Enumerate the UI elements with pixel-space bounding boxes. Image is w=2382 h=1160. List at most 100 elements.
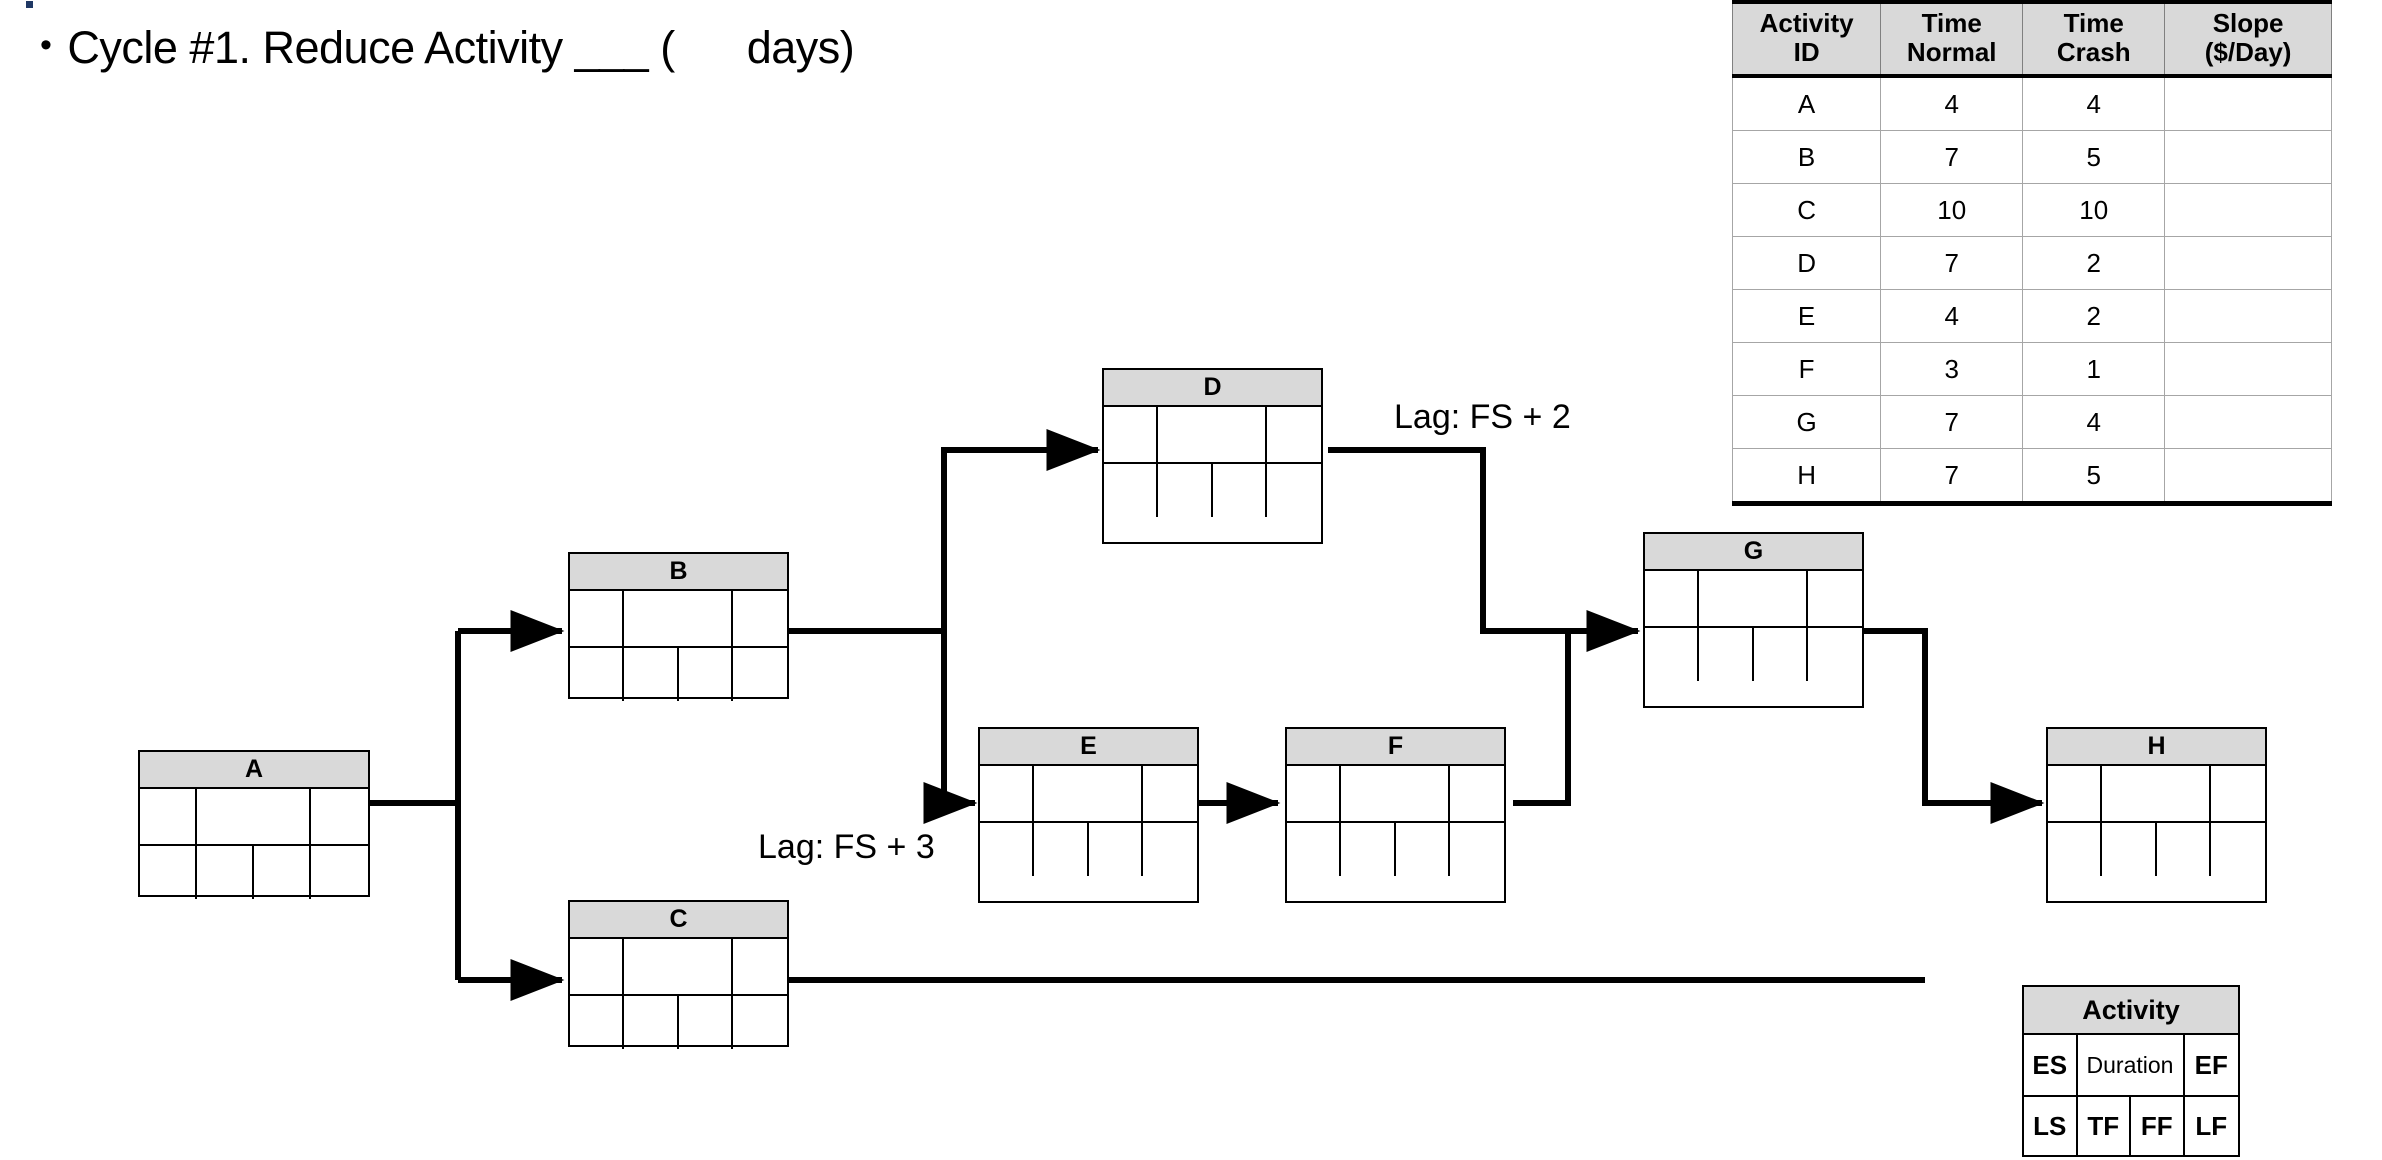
cell-es[interactable] [140, 789, 197, 844]
cell-es[interactable] [2048, 766, 2103, 821]
cell-es[interactable] [570, 591, 625, 646]
activity-node-f-row-early [1287, 766, 1504, 821]
cell-ef[interactable] [733, 939, 787, 994]
cell-tf[interactable] [1034, 823, 1089, 876]
cell-activity-id: C [1731, 183, 1882, 238]
cell-ef[interactable] [1267, 407, 1321, 462]
cell-tf[interactable] [1158, 464, 1213, 517]
cell-lf[interactable] [1808, 628, 1862, 681]
cell-ls[interactable] [570, 648, 625, 701]
cell-ff[interactable] [679, 996, 733, 1049]
cell-slope[interactable] [2164, 342, 2332, 397]
cell-duration[interactable] [1699, 571, 1808, 626]
cell-slope[interactable] [2164, 395, 2332, 450]
cell-tf[interactable] [197, 846, 254, 899]
legend-cell-ef: EF [2194, 1049, 2228, 1080]
cell-ff[interactable] [679, 648, 733, 701]
cell-ls[interactable] [1645, 628, 1700, 681]
cell-duration[interactable] [624, 939, 733, 994]
cell-ef[interactable] [1808, 571, 1862, 626]
cell-activity-id: B [1731, 130, 1882, 185]
activity-node-a-label: A [140, 752, 368, 789]
activity-node-a[interactable]: A [138, 750, 370, 899]
activity-node-b-row-early [570, 591, 787, 646]
cell-lf[interactable] [733, 996, 787, 1049]
cell-ff[interactable] [254, 846, 311, 899]
activity-node-f[interactable]: F [1285, 727, 1506, 903]
cell-time-normal: 7 [1880, 130, 2024, 185]
cell-lf[interactable] [1450, 823, 1504, 876]
cell-ls[interactable] [2048, 823, 2103, 876]
cell-slope[interactable] [2164, 289, 2332, 344]
cell-time-normal: 3 [1880, 342, 2024, 397]
table-row: G 7 4 [1731, 395, 2332, 450]
legend-row-early: ES Duration EF [2024, 1035, 2238, 1095]
cell-es[interactable] [570, 939, 625, 994]
table-row: H 7 5 [1731, 448, 2332, 507]
activity-node-c-row-late [570, 994, 787, 1049]
cell-duration[interactable] [624, 591, 733, 646]
cell-duration[interactable] [197, 789, 311, 844]
cell-tf[interactable] [2102, 823, 2157, 876]
activity-node-h-label: H [2048, 729, 2265, 766]
cell-tf[interactable] [1341, 823, 1396, 876]
cell-ff[interactable] [1754, 628, 1808, 681]
activity-node-d[interactable]: D [1102, 368, 1323, 544]
cell-lf[interactable] [1267, 464, 1321, 517]
cell-ls[interactable] [570, 996, 625, 1049]
cell-lf[interactable] [1143, 823, 1197, 876]
cell-lf[interactable] [733, 648, 787, 701]
cell-tf[interactable] [624, 996, 679, 1049]
cell-ls[interactable] [140, 846, 197, 899]
cell-tf[interactable] [1699, 628, 1754, 681]
activity-node-f-label: F [1287, 729, 1504, 766]
cell-ef[interactable] [2211, 766, 2265, 821]
cell-duration[interactable] [1034, 766, 1143, 821]
cell-time-normal: 10 [1880, 183, 2024, 238]
activity-node-g[interactable]: G [1643, 532, 1864, 708]
cell-slope[interactable] [2164, 76, 2332, 132]
activity-node-e-label: E [980, 729, 1197, 766]
cell-lf[interactable] [2211, 823, 2265, 876]
cell-es[interactable] [1287, 766, 1342, 821]
cell-ls[interactable] [1104, 464, 1159, 517]
cell-es[interactable] [1645, 571, 1700, 626]
cell-ef[interactable] [733, 591, 787, 646]
activity-node-d-row-early [1104, 407, 1321, 462]
cell-slope[interactable] [2164, 130, 2332, 185]
cell-ef[interactable] [311, 789, 368, 844]
activity-node-c[interactable]: C [568, 900, 789, 1049]
legend-cell-tf: TF [2078, 1097, 2131, 1155]
cell-duration[interactable] [1341, 766, 1450, 821]
cell-slope[interactable] [2164, 183, 2332, 238]
cell-activity-id: A [1731, 76, 1882, 132]
cell-es[interactable] [1104, 407, 1159, 462]
table-row: D 7 2 [1731, 236, 2332, 291]
legend-cell-es: ES [2024, 1035, 2078, 1095]
page-title: • Cycle #1. Reduce Activity ___ ( days) [40, 18, 1440, 78]
activity-node-e[interactable]: E [978, 727, 1199, 903]
cell-slope[interactable] [2164, 236, 2332, 291]
cell-time-normal: 4 [1880, 289, 2024, 344]
cell-ff[interactable] [1396, 823, 1450, 876]
header-activity-id: Activity ID [1731, 0, 1882, 79]
activity-node-b[interactable]: B [568, 552, 789, 701]
cell-ff[interactable] [1213, 464, 1267, 517]
activity-node-h[interactable]: H [2046, 727, 2267, 903]
cell-duration[interactable] [1158, 407, 1267, 462]
cell-ef[interactable] [1143, 766, 1197, 821]
cell-ls[interactable] [980, 823, 1035, 876]
cell-slope[interactable] [2164, 448, 2332, 507]
cell-activity-id: D [1731, 236, 1882, 291]
cell-ef[interactable] [1450, 766, 1504, 821]
cell-ls[interactable] [1287, 823, 1342, 876]
cell-es[interactable] [980, 766, 1035, 821]
cell-tf[interactable] [624, 648, 679, 701]
cell-ff[interactable] [1089, 823, 1143, 876]
cell-ff[interactable] [2157, 823, 2211, 876]
bullet-icon: • [40, 26, 52, 64]
cell-duration[interactable] [2102, 766, 2211, 821]
activity-node-b-label: B [570, 554, 787, 591]
cell-lf[interactable] [311, 846, 368, 899]
